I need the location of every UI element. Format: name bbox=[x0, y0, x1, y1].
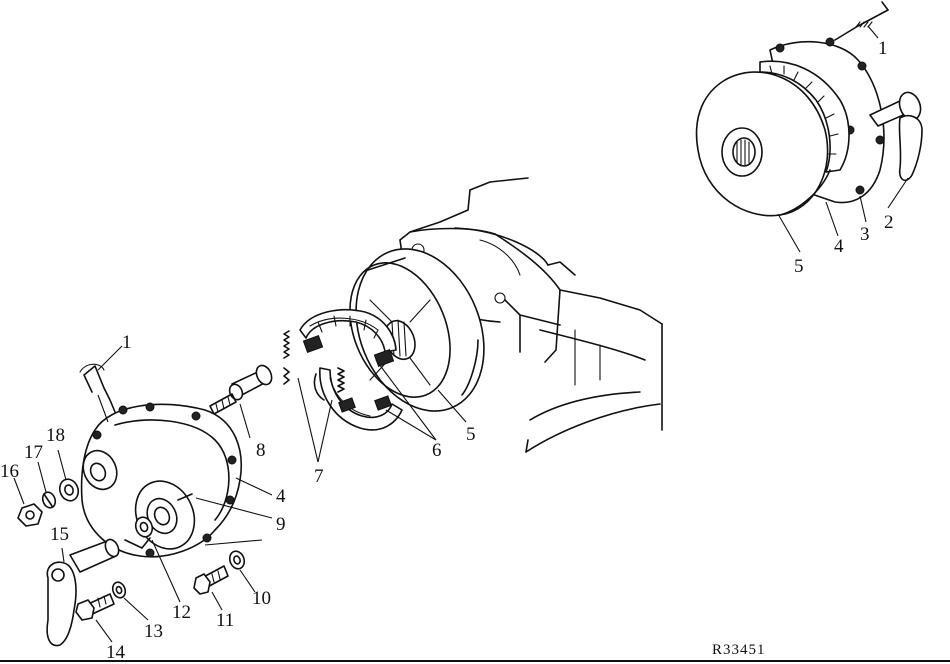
callout-10: 10 bbox=[252, 588, 271, 609]
callout-1-inset: 1 bbox=[878, 38, 888, 59]
leader-lines bbox=[13, 25, 909, 643]
callout-labels: 1 1 2 3 4 5 5 6 7 8 4 9 10 11 12 13 14 1… bbox=[0, 38, 894, 663]
return-springs bbox=[283, 330, 345, 393]
callout-7: 7 bbox=[314, 466, 324, 487]
grease-fitting-9 bbox=[177, 493, 193, 501]
callout-6: 6 bbox=[432, 440, 442, 461]
callout-1-main: 1 bbox=[122, 332, 132, 353]
washer-12 bbox=[134, 516, 154, 538]
callout-5-inset: 5 bbox=[794, 256, 804, 277]
brake-drum bbox=[349, 248, 485, 412]
callout-4-main: 4 bbox=[276, 486, 286, 507]
callout-4-inset: 4 bbox=[834, 236, 844, 257]
callout-8: 8 bbox=[256, 440, 266, 461]
callout-15: 15 bbox=[50, 524, 69, 545]
callout-14: 14 bbox=[106, 642, 126, 663]
figure-code: R33451 bbox=[712, 642, 766, 658]
callout-11: 11 bbox=[216, 610, 234, 631]
brake-cable bbox=[79, 363, 116, 413]
callout-16: 16 bbox=[0, 461, 19, 482]
inset-brake-assembly bbox=[695, 1, 923, 217]
brake-lever bbox=[46, 538, 120, 647]
callout-5-main: 5 bbox=[466, 424, 476, 445]
washer-18 bbox=[58, 478, 80, 502]
washer-13 bbox=[111, 581, 127, 599]
callout-12: 12 bbox=[172, 602, 191, 623]
callout-3: 3 bbox=[860, 224, 870, 245]
callout-9: 9 bbox=[276, 514, 286, 535]
cam-shaft bbox=[209, 364, 273, 415]
brake-shoes bbox=[299, 308, 403, 431]
lock-washer-17 bbox=[41, 491, 57, 509]
backing-plate bbox=[80, 402, 242, 558]
callout-2: 2 bbox=[884, 212, 894, 233]
washer-10 bbox=[228, 550, 246, 570]
callout-13: 13 bbox=[144, 621, 163, 642]
bolt-11 bbox=[193, 565, 229, 595]
callout-17: 17 bbox=[24, 442, 43, 463]
bolt-14 bbox=[75, 593, 115, 621]
hex-nut-16 bbox=[17, 503, 43, 527]
callout-18: 18 bbox=[46, 425, 65, 446]
